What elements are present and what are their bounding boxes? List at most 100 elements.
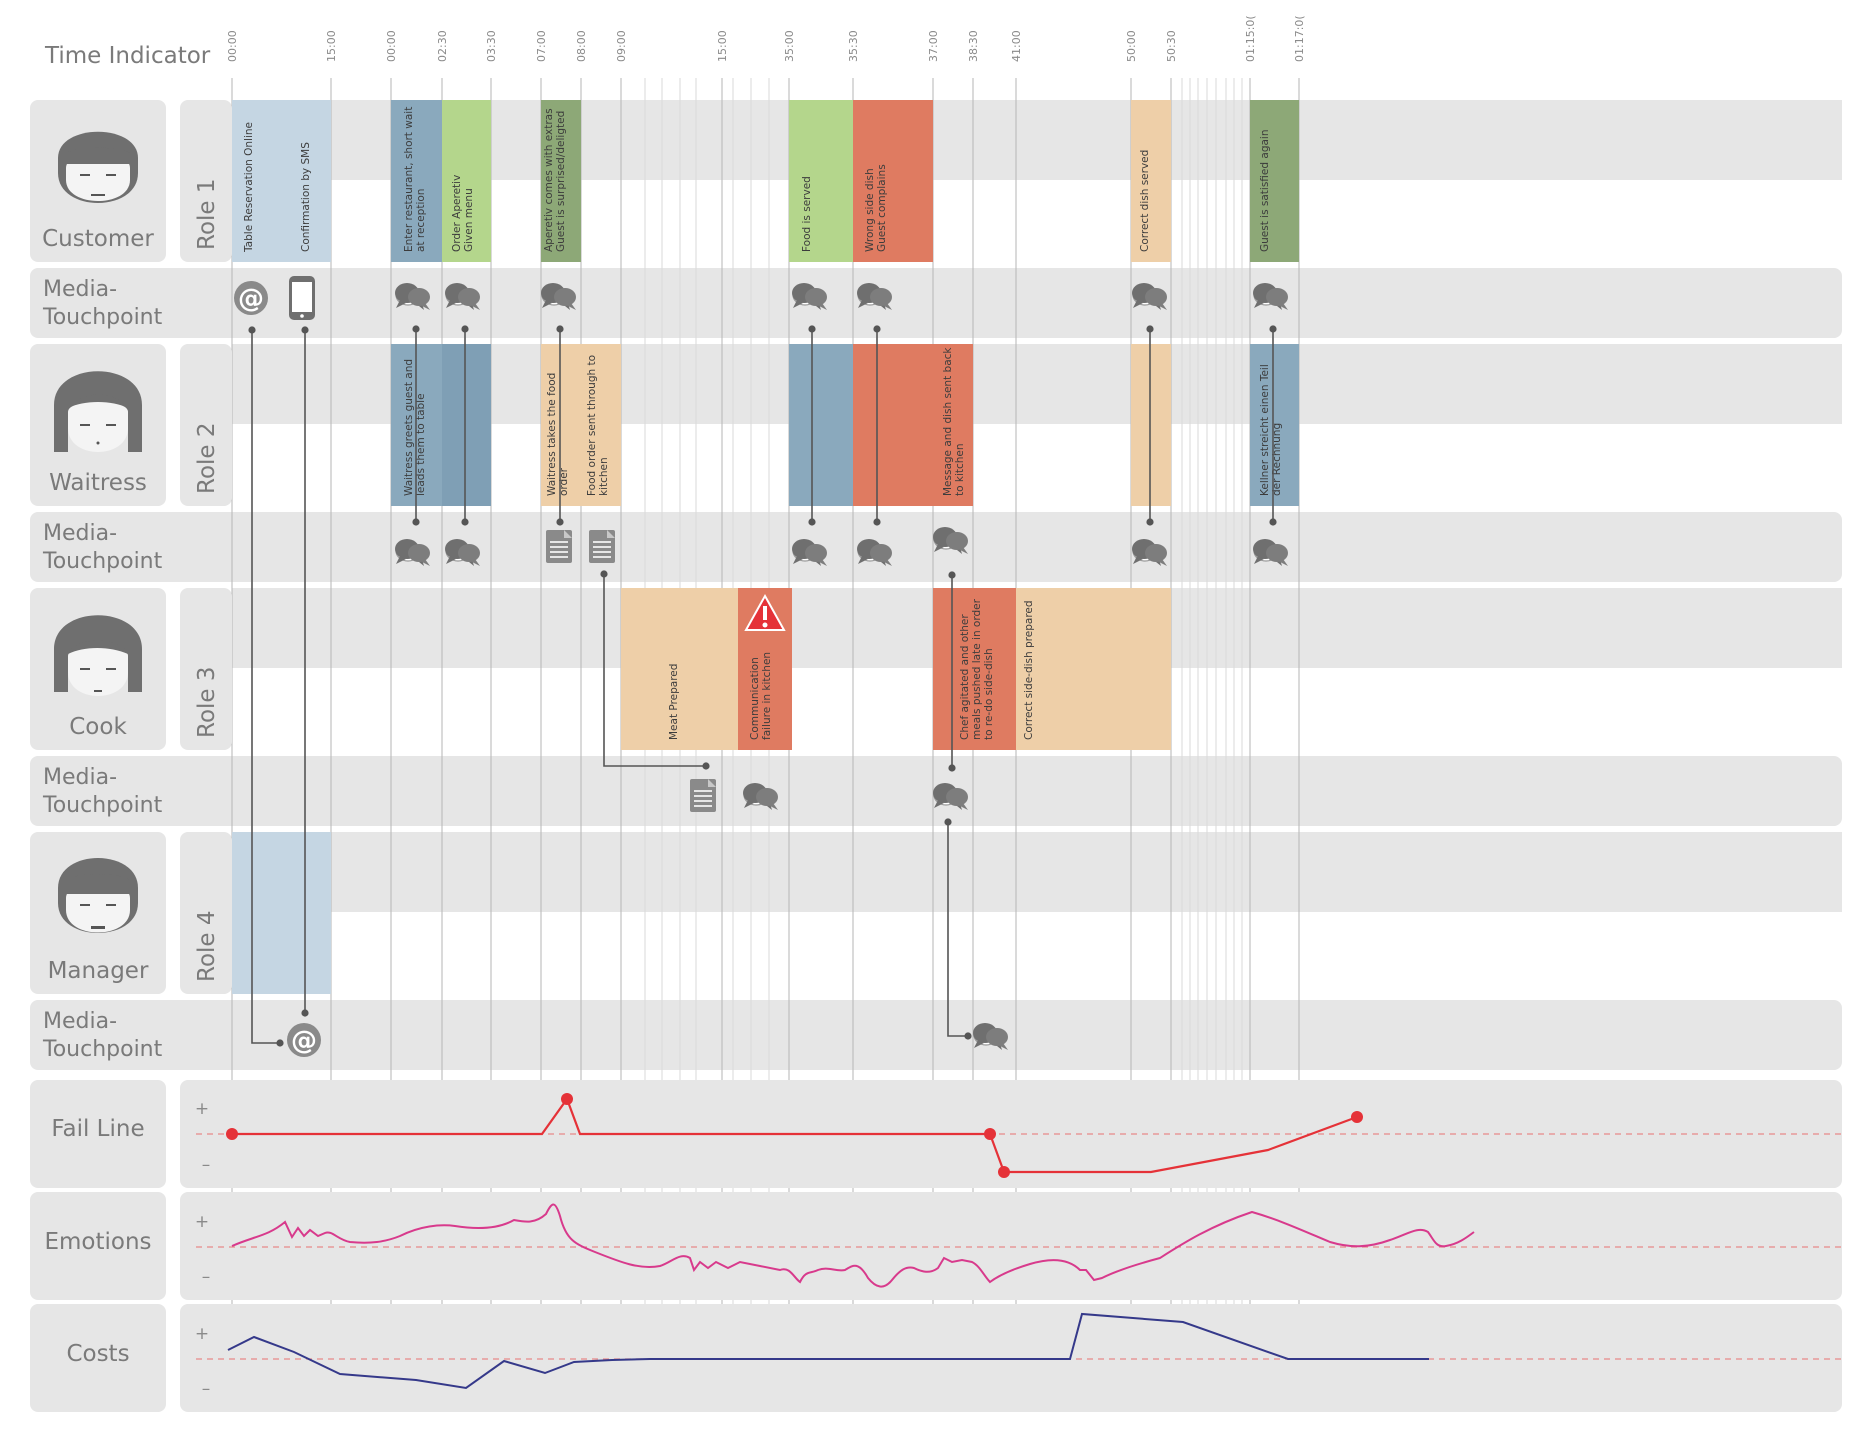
time-tick-label: 09:00 [615, 30, 628, 62]
connector-dot [944, 818, 952, 826]
activity-block-waitress [541, 344, 581, 506]
connector-dot [948, 571, 956, 579]
activity-block-customer [1250, 100, 1299, 262]
activity-block-customer [232, 100, 331, 262]
at-icon [234, 281, 268, 315]
lane-touchpoint-4 [30, 1000, 1842, 1070]
activity-block-customer [541, 100, 581, 262]
activity-label-customer: Guest is satisfied again [1259, 130, 1271, 253]
activity-block-customer [391, 100, 442, 262]
connector-reservation [251, 330, 280, 1044]
activity-block-customer [853, 100, 933, 262]
time-tick-label: 01:17:0( [1293, 15, 1306, 62]
connector-dot [301, 1009, 309, 1017]
activity-block-waitress [1131, 344, 1171, 506]
lane-touchpoint-2 [30, 512, 1842, 582]
svg-text:Touchpoint: Touchpoint [42, 1037, 163, 1062]
time-tick-label: 00:00 [226, 30, 239, 62]
activity-block-waitress [789, 344, 853, 506]
metric-panels: Fail Line + – Emotions + – Costs + – [30, 1080, 1842, 1412]
connector-dot [248, 326, 256, 334]
svg-text:Media-: Media- [43, 1009, 117, 1034]
role-label-2: Role 2 [194, 422, 220, 494]
connector-dot [412, 325, 420, 333]
role-name-waitress: Waitress [49, 470, 147, 496]
activity-block-cook [621, 588, 738, 750]
costs-plus: + [195, 1324, 209, 1344]
connector-dot [964, 1032, 972, 1040]
activity-label-customer: Wrong side dish [864, 168, 876, 252]
activity-block-waitress [853, 344, 973, 506]
activity-block-waitress [581, 344, 621, 506]
role-label-4: Role 4 [194, 910, 220, 982]
svg-text:Touchpoint: Touchpoint [42, 793, 163, 818]
connector-dot [873, 518, 881, 526]
time-tick-label: 41:00 [1010, 30, 1023, 62]
activity-label-customer: at reception [415, 189, 427, 252]
activity-label-customer: Correct dish served [1139, 150, 1151, 252]
activity-block-customer [789, 100, 853, 262]
activity-label-customer: Guest is surprised/deligted [555, 111, 567, 252]
connector-dot [948, 764, 956, 772]
activity-block-cook [933, 588, 1016, 750]
activity-label-customer: Order Aperetiv [451, 175, 463, 252]
connector-dot [461, 325, 469, 333]
activity-block-waitress [442, 344, 491, 506]
at-icon [287, 1023, 321, 1057]
costs-series [227, 1312, 1429, 1390]
activity-label-customer: Food is served [801, 176, 813, 252]
time-tick-label: 00:00 [385, 30, 398, 62]
lane-manager-top [232, 832, 1842, 912]
activity-label-waitress: Food order sent through to [586, 355, 598, 496]
lane-waitress-top [232, 344, 1842, 424]
emotions-minus: – [202, 1267, 211, 1287]
activity-label-waitress: Kellner streicht einen Teil [1259, 364, 1271, 496]
fail-line-plus: + [195, 1099, 209, 1119]
time-tick-label: 50:00 [1125, 30, 1138, 62]
connector-dot [556, 325, 564, 333]
connector-dot [600, 570, 608, 578]
lane-customer-top [232, 100, 1842, 180]
svg-text:Media-: Media- [43, 277, 117, 302]
time-indicator-label: Time Indicator [44, 43, 211, 69]
role-label-3: Role 3 [194, 666, 220, 738]
connector-dot [1269, 518, 1277, 526]
customer-avatar-icon [58, 131, 138, 203]
activity-label-waitress: order [558, 467, 570, 496]
connector-dot [873, 325, 881, 333]
activity-block-waitress [1250, 344, 1299, 506]
activity-label-waitress: Waitress takes the food [546, 373, 558, 496]
swimlanes [30, 100, 1842, 1070]
activity-label-customer: Given menu [463, 188, 475, 252]
connector-dot [301, 326, 309, 334]
connector-dot [702, 762, 710, 770]
media-touchpoint-label-1: Media- Touchpoint [42, 277, 163, 330]
connector-dot [1146, 325, 1154, 333]
activity-block-customer [1131, 100, 1171, 262]
time-tick-label: 01:15:0( [1244, 15, 1257, 62]
connector-dot [1269, 325, 1277, 333]
fail-line-minus: – [202, 1155, 211, 1175]
lane-waitress-bottom [232, 424, 1842, 506]
activity-label-cook: Correct side-dish prepared [1023, 600, 1035, 740]
activity-label-customer: Aperetiv comes with extras [543, 108, 555, 252]
connector-dot [276, 1039, 284, 1047]
activity-label-cook: meals pushed late in order [971, 598, 983, 740]
connector-order-kitchen [603, 574, 706, 767]
document-icon [546, 530, 572, 563]
time-tick-label: 38:30 [967, 30, 980, 62]
document-icon [690, 779, 716, 812]
connector-dot [1146, 518, 1154, 526]
svg-text:Touchpoint: Touchpoint [42, 549, 163, 574]
fail-line-label: Fail Line [51, 1116, 144, 1142]
time-tick-label: 35:30 [847, 30, 860, 62]
metric-curves [196, 1093, 1842, 1390]
media-touchpoint-label-4: Media- Touchpoint [42, 1009, 163, 1062]
activity-label-customer: Guest complains [876, 164, 888, 252]
activity-label-customer: Enter restaurant, short wait [403, 107, 415, 252]
activity-label-waitress: Waitress greets guest and [403, 359, 415, 496]
connector-dot [412, 518, 420, 526]
costs-label: Costs [66, 1341, 129, 1367]
activity-label-cook: failure in kitchen [761, 652, 773, 740]
